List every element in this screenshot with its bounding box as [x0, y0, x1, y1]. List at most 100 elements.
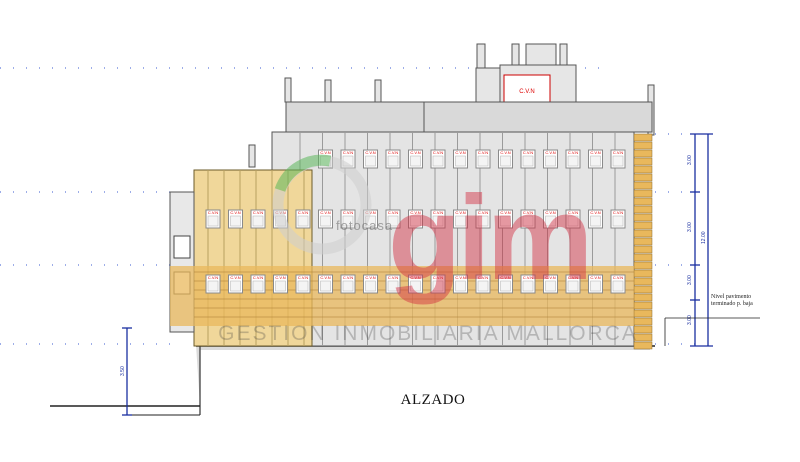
window-tag: C.V.N	[545, 210, 555, 215]
logo-sub-text: fotocasa	[336, 218, 394, 233]
svg-text:3.00: 3.00	[687, 155, 693, 165]
window-tag: C.V.N	[230, 210, 240, 215]
window-pane	[297, 215, 309, 227]
window-tag: C.V.N	[523, 275, 533, 280]
window-tag: C.V.N	[455, 275, 465, 280]
dimension-lines	[122, 133, 713, 416]
drawing-caption: ALZADO	[400, 392, 466, 408]
window-pane	[590, 155, 601, 167]
window-tag: C.V.N	[253, 210, 263, 215]
window-pane	[477, 215, 489, 227]
window-pane	[410, 215, 421, 227]
window-tag: C.V.N	[478, 210, 488, 215]
window-pane	[275, 280, 286, 292]
window-tag: C.V.N	[545, 275, 555, 280]
window-tag: C.V.N	[613, 275, 623, 280]
window-tag: C.V.N	[208, 275, 218, 280]
window-pane	[365, 155, 376, 167]
window-pane	[342, 215, 354, 227]
level-note-line2: terminado p. baja	[711, 301, 753, 307]
logo-text: gim	[388, 171, 593, 305]
window-pane	[207, 215, 219, 227]
window-pane	[522, 280, 534, 292]
brick	[633, 269, 653, 278]
svg-text:C.V.N: C.V.N	[519, 89, 534, 95]
window-tag: C.V.N	[410, 210, 420, 215]
brick	[633, 325, 653, 334]
window-tag: C.V.N	[253, 275, 263, 280]
logo-mark	[272, 154, 372, 255]
window-tag: C.V.N	[298, 210, 308, 215]
window-pane	[252, 280, 264, 292]
window-tag: C.V.N	[365, 150, 375, 155]
window-tag: C.V.N	[523, 150, 533, 155]
window-tag: C.V.N	[613, 150, 623, 155]
brick	[633, 213, 653, 222]
window-tag: C.V.N	[365, 275, 375, 280]
window-pane	[410, 155, 421, 167]
parapet	[285, 101, 653, 133]
brick	[633, 221, 653, 230]
window-tag: C.V.N	[343, 150, 353, 155]
window-pane	[432, 280, 444, 292]
brick	[633, 253, 653, 262]
window-pane	[612, 155, 624, 167]
window-tag: C.V.N	[410, 275, 420, 280]
window-pane	[455, 155, 466, 167]
brick	[633, 133, 653, 142]
level-note-line1: Nivel pavimento	[711, 294, 752, 300]
window-tag: C.V.N	[478, 150, 488, 155]
window-tag: C.V.N	[320, 210, 330, 215]
window-pane	[387, 280, 399, 292]
brick	[633, 245, 653, 254]
brick	[633, 285, 653, 294]
window-pane	[590, 280, 601, 292]
window-pane	[230, 280, 241, 292]
window-pane	[455, 280, 466, 292]
window-tag: C.V.N	[590, 210, 600, 215]
brick	[633, 165, 653, 174]
brick	[633, 237, 653, 246]
window-tag: C.V.N	[478, 275, 488, 280]
window-pane	[230, 215, 241, 227]
brick	[633, 173, 653, 182]
brick	[633, 309, 653, 318]
window-tag: C.V.N	[343, 275, 353, 280]
window-tag: C.V.N	[568, 150, 578, 155]
brick	[633, 229, 653, 238]
svg-text:3.00: 3.00	[687, 315, 693, 325]
window-pane	[320, 215, 331, 227]
window-pane	[410, 280, 421, 292]
brick	[633, 333, 653, 342]
brick	[633, 141, 653, 150]
window-pane	[567, 215, 579, 227]
window-tag: C.V.N	[230, 275, 240, 280]
window-tag: C.V.N	[298, 275, 308, 280]
window-pane	[207, 280, 219, 292]
dimension-numbers: 3.00 3.00 3.00 3.00 12.00 3.50	[120, 155, 707, 376]
brick	[633, 293, 653, 302]
watermark: GESTION INMOBILIARIA MALLORCA	[218, 322, 638, 345]
window-pane	[567, 280, 579, 292]
svg-text:3.00: 3.00	[687, 275, 693, 285]
level-note: Nivel pavimento terminado p. baja	[711, 294, 771, 308]
brick	[633, 157, 653, 166]
window-pane	[612, 280, 624, 292]
window-tag: C.V.N	[433, 150, 443, 155]
brick	[633, 205, 653, 214]
window-pane	[342, 280, 354, 292]
svg-text:12.00: 12.00	[701, 231, 707, 244]
brick	[633, 341, 653, 350]
brick	[633, 277, 653, 286]
window-tag: C.V.N	[590, 275, 600, 280]
window-tag: C.V.N	[320, 150, 330, 155]
window-pane	[365, 280, 376, 292]
window-tag: C.V.N	[590, 150, 600, 155]
brick	[633, 197, 653, 206]
window-pane	[522, 155, 534, 167]
window-pane	[500, 280, 511, 292]
window-tag: C.V.N	[568, 275, 578, 280]
ground	[50, 345, 655, 416]
window-pane	[545, 280, 556, 292]
